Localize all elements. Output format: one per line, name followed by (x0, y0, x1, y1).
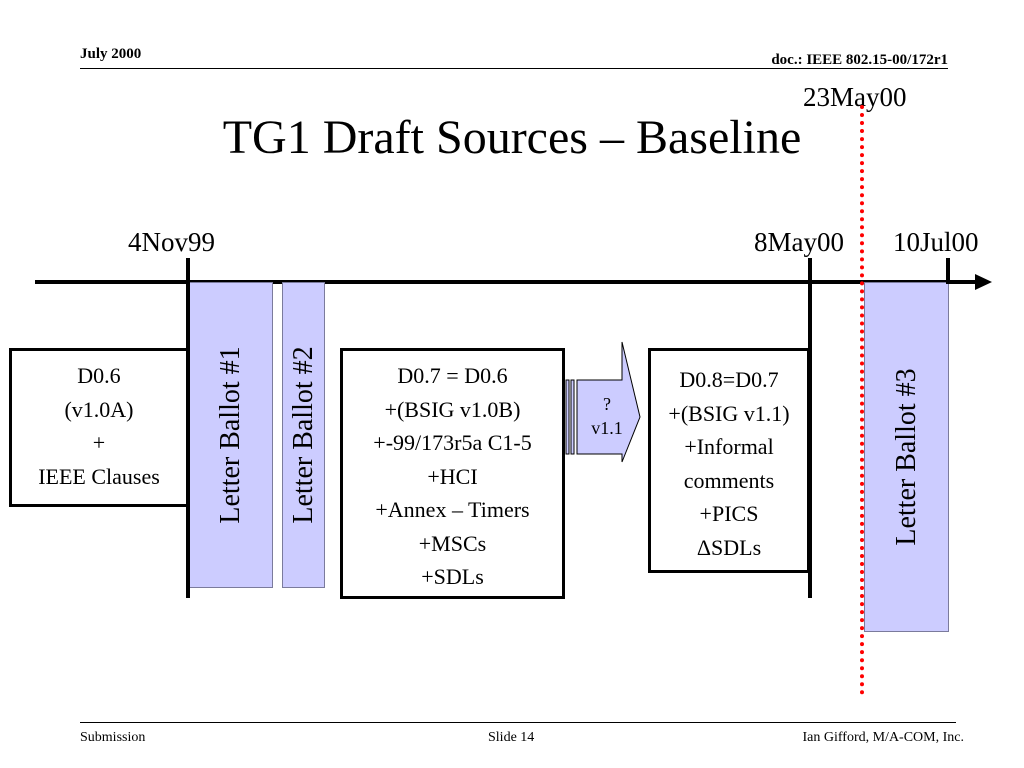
marker-dotted-line (860, 105, 864, 695)
box-line: +(BSIG v1.0B) (384, 396, 521, 422)
box-line: ΔSDLs (696, 534, 762, 560)
box-line: D0.7 = D0.6 (397, 363, 508, 388)
slide-title: TG1 Draft Sources – Baseline (222, 111, 802, 164)
arrow-line: v1.1 (591, 418, 623, 438)
footer-submission: Submission (80, 730, 146, 745)
version-arrow (565, 341, 641, 463)
box-line: +PICS (699, 501, 759, 526)
draft-d06-box: D0.6 (v1.0A) + IEEE Clauses (9, 348, 189, 507)
timeline-end-date: 10Jul00 (893, 227, 979, 257)
timeline-start-date: 4Nov99 (128, 227, 215, 257)
box-line: +-99/173r5a C1-5 (373, 430, 532, 455)
footer-slide-number: Slide 14 (488, 730, 535, 745)
letter-ballot-2-bar: Letter Ballot #2 (282, 282, 325, 588)
box-line: +(BSIG v1.1) (668, 400, 790, 426)
box-line: D0.8=D0.7 (679, 367, 779, 392)
tick-mid (808, 258, 812, 598)
timeline-mid-date: 8May00 (754, 227, 844, 257)
box-line: +Annex – Timers (375, 497, 530, 522)
draft-d07-box: D0.7 = D0.6 +(BSIG v1.0B) +-99/173r5a C1… (340, 348, 565, 599)
footer-rule (80, 722, 956, 723)
header-rule (80, 68, 948, 69)
box-line: D0.6 (77, 363, 121, 388)
box-line: + (92, 430, 106, 455)
box-line: IEEE Clauses (38, 463, 160, 489)
box-line: (v1.0A) (64, 396, 134, 422)
header-doc-id: doc.: IEEE 802.15-00/172r1 (771, 52, 948, 68)
letter-ballot-3-bar: Letter Ballot #3 (864, 282, 949, 632)
box-line: comments (683, 467, 775, 493)
letter-ballot-3-label: Letter Ballot #3 (890, 368, 922, 546)
version-arrow-text: ? v1.1 (578, 392, 636, 440)
box-line: +MSCs (418, 530, 487, 556)
arrow-line: ? (603, 394, 611, 414)
letter-ballot-2-label: Letter Ballot #2 (287, 346, 319, 524)
marker-date-label: 23May00 (803, 82, 907, 112)
box-line: +Informal (684, 434, 774, 459)
box-line: +HCI (427, 463, 478, 489)
header-date: July 2000 (80, 46, 142, 62)
letter-ballot-1-bar: Letter Ballot #1 (188, 282, 273, 588)
draft-d08-box: D0.8=D0.7 +(BSIG v1.1) +Informal comment… (648, 348, 810, 573)
footer-author: Ian Gifford, M/A-COM, Inc. (802, 730, 965, 745)
box-line: +SDLs (421, 564, 484, 589)
letter-ballot-1-label: Letter Ballot #1 (214, 346, 246, 524)
tick-end (946, 258, 950, 284)
